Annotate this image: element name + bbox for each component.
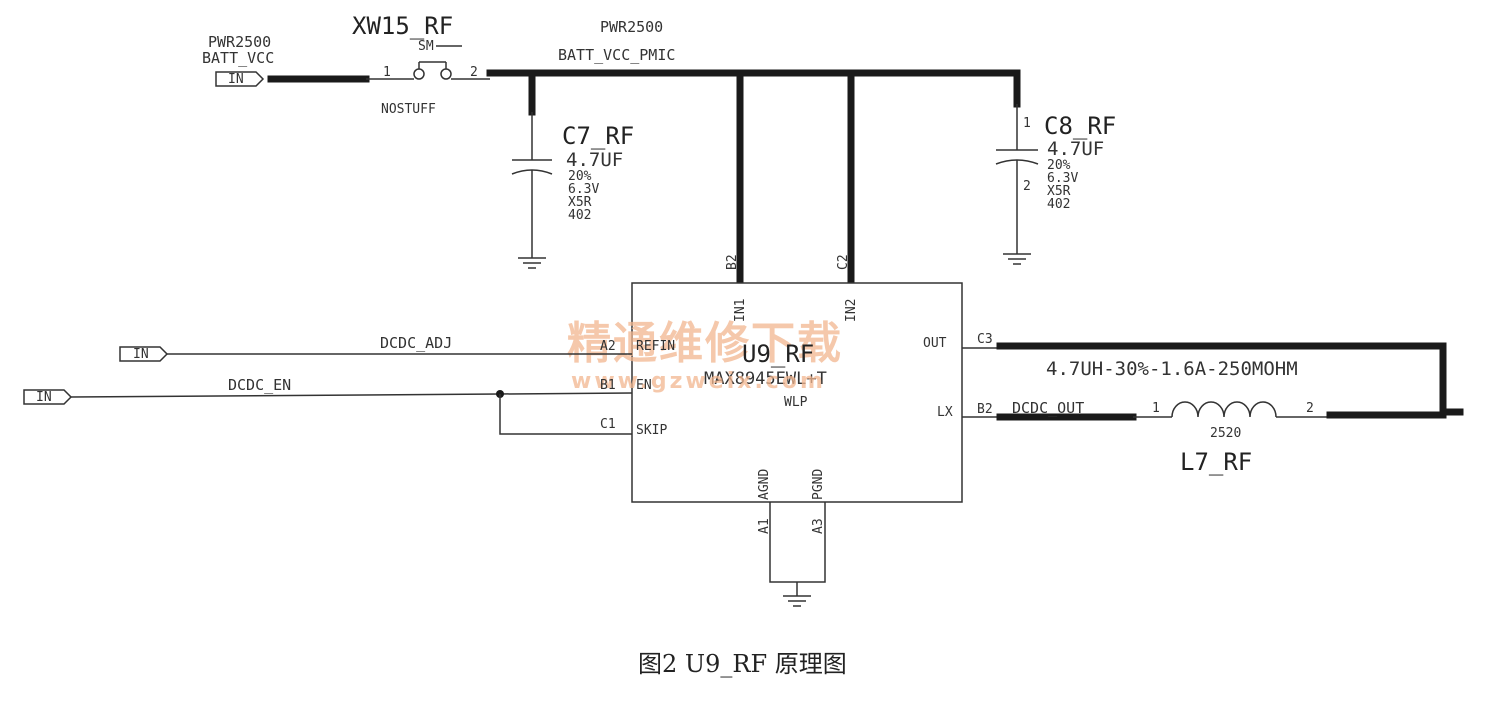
watermark-url: www.gzweix.com [571, 369, 826, 394]
port-in-label: IN [228, 72, 244, 87]
u9-pin-refin: REFIN [636, 339, 675, 354]
u9-pin-pgnd: PGND [811, 469, 826, 500]
xw15-value: SM [418, 39, 434, 54]
dcdc-adj-port: IN [119, 346, 169, 362]
u9-ref: U9_RF [742, 340, 814, 368]
dcdc-en-net-label: DCDC_EN [228, 376, 291, 394]
c7-voltage: 6.3V [568, 182, 599, 197]
u9-pin-c2-top: C2 [836, 254, 851, 270]
c8-voltage: 6.3V [1047, 171, 1078, 186]
xw15-nostuff: NOSTUFF [381, 102, 436, 117]
u9-ic-body [631, 282, 963, 503]
port-in-label: IN [133, 347, 149, 362]
u9-pin-skip: SKIP [636, 423, 667, 438]
c7-tolerance: 20% [568, 169, 592, 184]
u9-pin-en: EN [636, 378, 652, 393]
batt-vcc-net-label: BATT_VCC [202, 49, 274, 67]
figure-caption: 图2 U9_RF 原理图 [638, 650, 847, 678]
c7-ref: C7_RF [562, 122, 634, 150]
batt-vcc-power-label: PWR2500 [208, 33, 271, 51]
l7-pin2: 2 [1306, 401, 1314, 416]
u9-pin-a2: A2 [600, 339, 616, 354]
u9-pin-a1: A1 [757, 518, 772, 534]
u9-pin-b2-top: B2 [725, 254, 740, 270]
u9-pin-agnd: AGND [757, 469, 772, 500]
xw15-jumper-symbol [366, 61, 490, 80]
c8-size: 402 [1047, 197, 1070, 212]
u9-pin-b1: B1 [600, 378, 616, 393]
l7-pin1: 1 [1152, 401, 1160, 416]
dcdc-en-port: IN [23, 389, 73, 405]
skip-tie-wire [499, 394, 632, 435]
c7-size: 402 [568, 208, 591, 223]
watermark-text: 精通维修下载 [567, 318, 843, 369]
u9-pin-c3: C3 [977, 332, 993, 347]
c8-capacitor-symbol [995, 104, 1039, 254]
dcdc-adj-net-label: DCDC_ADJ [380, 334, 452, 352]
c8-ref: C8_RF [1044, 112, 1116, 140]
c7-ground-icon [518, 257, 546, 269]
c8-value: 4.7UF [1047, 138, 1104, 160]
u9-pin-a3: A3 [811, 518, 826, 534]
xw15-pin1: 1 [383, 65, 391, 80]
c8-dielectric: X5R [1047, 184, 1071, 199]
pmic-net-label: BATT_VCC_PMIC [558, 46, 675, 64]
xw15-pin2: 2 [470, 65, 478, 80]
c7-capacitor-symbol [511, 112, 553, 258]
c8-ground-icon [1003, 253, 1031, 265]
u9-pin-b2-right: B2 [977, 402, 993, 417]
u9-pin-out: OUT [923, 336, 947, 351]
out-feedback-bus [996, 342, 1464, 416]
gnd-tie-wire [769, 502, 826, 583]
l7-size: 2520 [1210, 426, 1241, 441]
c8-pin1: 1 [1023, 116, 1031, 131]
u9-pin-in2: IN2 [844, 299, 859, 322]
l7-value: 4.7UH-30%-1.6A-250MOHM [1046, 358, 1298, 380]
u9-pin-lx: LX [937, 405, 953, 420]
port-in-label: IN [36, 390, 52, 405]
u9-ground-icon [783, 595, 811, 607]
en-pin-wire [499, 392, 633, 395]
c7-value: 4.7UF [566, 149, 623, 171]
u9-package: WLP [784, 395, 808, 410]
dcdc-out-net-label: DCDC_OUT [1012, 399, 1084, 417]
u9-pin-in1: IN1 [733, 299, 748, 322]
pmic-power-label: PWR2500 [600, 18, 663, 36]
l7-inductor-symbol [1133, 401, 1330, 418]
c8-pin2: 2 [1023, 179, 1031, 194]
batt-vcc-port: IN [215, 71, 265, 87]
dcdc-en-wire [70, 393, 501, 398]
u9-part-number: MAX8945EWL+T [704, 369, 827, 389]
xw15-ref: XW15_RF [352, 12, 453, 40]
u9-pin-c1: C1 [600, 417, 616, 432]
c7-dielectric: X5R [568, 195, 592, 210]
c8-tolerance: 20% [1047, 158, 1071, 173]
l7-ref: L7_RF [1180, 448, 1252, 476]
